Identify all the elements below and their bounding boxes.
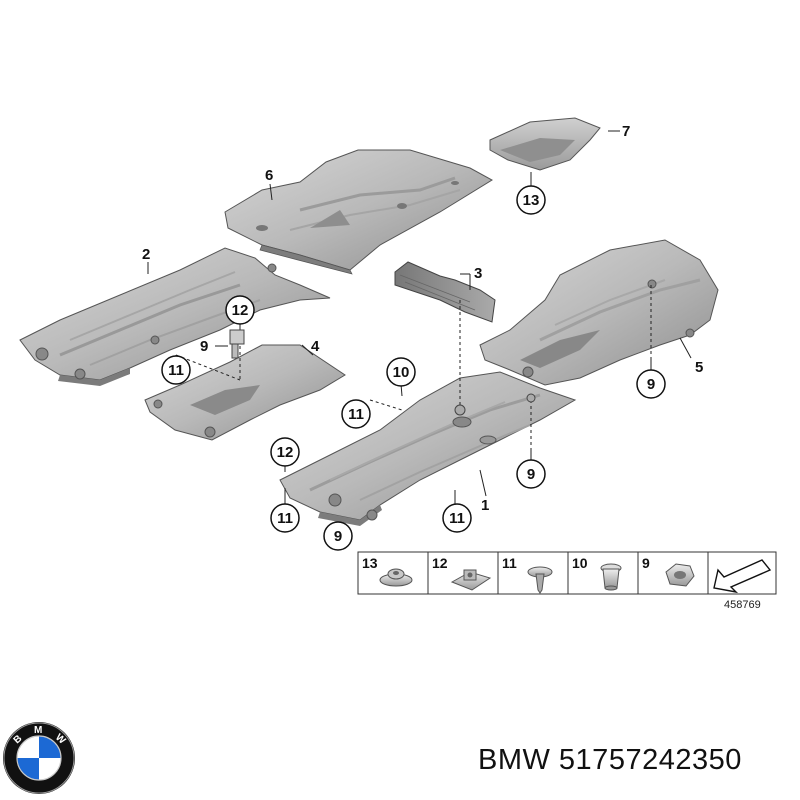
fastener-marks xyxy=(229,329,536,416)
circled-callouts: 13 12 11 10 11 12 11 9 11 9 9 xyxy=(161,185,666,551)
svg-text:11: 11 xyxy=(449,510,465,527)
callout-11-left: 11 xyxy=(161,355,191,385)
svg-text:13: 13 xyxy=(523,192,540,209)
svg-text:11: 11 xyxy=(277,510,293,527)
legend-label: 9 xyxy=(642,555,650,571)
insulation-strip-3 xyxy=(394,261,496,323)
svg-text:9: 9 xyxy=(334,528,342,545)
callout-label: 6 xyxy=(265,167,273,184)
cover-7 xyxy=(489,117,601,171)
svg-text:9: 9 xyxy=(527,466,535,483)
callout-label: 9 xyxy=(200,338,208,355)
svg-text:12: 12 xyxy=(232,302,249,319)
reference-number: 458769 xyxy=(724,599,761,611)
legend-label: 12 xyxy=(432,555,448,571)
brand-part-number: BMW 51757242350 xyxy=(478,744,742,776)
dashed-leader-lines xyxy=(175,285,652,450)
bmw-logo: B M W xyxy=(3,722,75,794)
underbody-shield-6 xyxy=(224,149,493,275)
fastener-legend: 13 12 11 10 xyxy=(357,551,777,611)
callout-label: 5 xyxy=(695,359,703,376)
legend-cell-9: 9 xyxy=(642,555,695,587)
legend-label: 10 xyxy=(572,555,588,571)
svg-text:9: 9 xyxy=(647,376,655,393)
svg-text:11: 11 xyxy=(348,406,364,423)
underbody-shield-1 xyxy=(279,371,577,526)
callout-13-top: 13 xyxy=(516,185,546,215)
legend-cell-10: 10 xyxy=(572,555,622,591)
legend-label: 11 xyxy=(502,555,517,571)
svg-text:10: 10 xyxy=(393,364,410,381)
logo-letter-m: M xyxy=(34,725,42,736)
callout-label: 7 xyxy=(622,123,630,140)
callout-10: 10 xyxy=(386,357,416,387)
legend-cell-arrow xyxy=(713,559,772,594)
legend-cell-12: 12 xyxy=(432,555,492,591)
legend-cell-11: 11 xyxy=(502,555,553,594)
underbody-shield-5 xyxy=(479,239,719,386)
direction-arrow-icon xyxy=(713,559,772,594)
callout-9-centre: 9 xyxy=(516,459,546,489)
underbody-shield-4 xyxy=(144,344,346,441)
callout-11-mid: 11 xyxy=(341,399,371,429)
hex-nut-icon xyxy=(665,563,695,587)
flange-nut-icon xyxy=(379,568,413,587)
callout-11-bottom-left: 11 xyxy=(270,503,300,533)
svg-text:12: 12 xyxy=(277,444,294,461)
callout-label: 3 xyxy=(474,265,482,282)
callout-9-right: 9 xyxy=(636,369,666,399)
callout-label: 1 xyxy=(481,497,489,514)
legend-label: 13 xyxy=(362,555,378,571)
callout-label: 4 xyxy=(311,338,320,355)
callout-12-bottom: 12 xyxy=(270,437,300,467)
callout-9-bottom: 9 xyxy=(323,521,353,551)
svg-text:11: 11 xyxy=(168,362,184,379)
expanding-rivet-icon xyxy=(527,566,553,594)
part-labels: 2 6 7 3 4 5 1 9 xyxy=(142,123,703,514)
callout-11-bottom-right: 11 xyxy=(442,503,472,533)
callout-label: 2 xyxy=(142,246,150,263)
clip-nut-icon xyxy=(450,569,492,591)
legend-cell-13: 13 xyxy=(362,555,413,587)
plastic-nut-icon xyxy=(600,563,622,591)
callout-12-left: 12 xyxy=(225,295,255,325)
